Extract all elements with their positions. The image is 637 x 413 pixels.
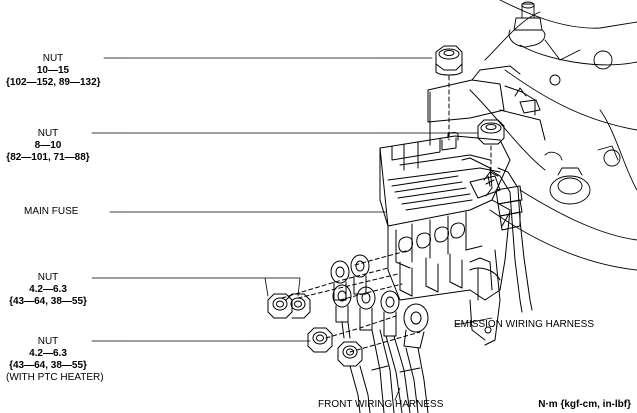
leader-lines bbox=[91, 57, 493, 401]
nut-second-torque: 8—10 bbox=[34, 140, 62, 151]
nut-bottom-alt: {43—64, 38—55} bbox=[9, 360, 87, 371]
callout-nut-top: NUT 10—15 {102—152, 89—132} bbox=[6, 53, 101, 89]
emission-harness-graphic bbox=[469, 167, 533, 313]
torque-units-legend: N·m {kgf-cm, in-lbf} bbox=[538, 399, 631, 410]
nut-third-torque: 4.2—6.3 bbox=[29, 284, 67, 295]
nut-third-alt: {43—64, 38—55} bbox=[9, 296, 87, 307]
nut-top-graphic bbox=[435, 45, 463, 141]
nut-bottom-note: (WITH PTC HEATER) bbox=[6, 372, 104, 383]
front-harness-graphic bbox=[349, 329, 429, 413]
nut-bottom-torque: 4.2—6.3 bbox=[29, 348, 67, 359]
callout-main-fuse: MAIN FUSE bbox=[24, 206, 79, 217]
main-fuse-block bbox=[379, 132, 511, 346]
callout-front-harness: FRONT WIRING HARNESS bbox=[318, 399, 444, 410]
nut-second-name: NUT bbox=[37, 128, 59, 139]
nut-top-name: NUT bbox=[42, 53, 64, 64]
nut-bottom-name: NUT bbox=[37, 336, 59, 347]
bracket bbox=[427, 65, 546, 146]
nut-third-graphic bbox=[267, 293, 311, 319]
ring-terminals bbox=[330, 254, 429, 349]
nut-top-torque: 10—15 bbox=[36, 65, 70, 76]
nut-bottom-graphic bbox=[307, 327, 363, 367]
callout-emission-harness: EMISSION WIRING HARNESS bbox=[454, 319, 595, 330]
engine-background bbox=[469, 0, 637, 271]
callout-nut-third: NUT 4.2—6.3 {43—64, 38—55} bbox=[6, 272, 90, 308]
nut-top-alt: {102—152, 89—132} bbox=[6, 77, 101, 88]
nut-second-alt: {82—101, 71—88} bbox=[6, 152, 90, 163]
nut-second-graphic bbox=[477, 119, 505, 177]
callout-nut-second: NUT 8—10 {82—101, 71—88} bbox=[6, 128, 90, 164]
callout-nut-bottom: NUT 4.2—6.3 {43—64, 38—55} (WITH PTC HEA… bbox=[6, 336, 104, 384]
nut-third-name: NUT bbox=[37, 272, 59, 283]
